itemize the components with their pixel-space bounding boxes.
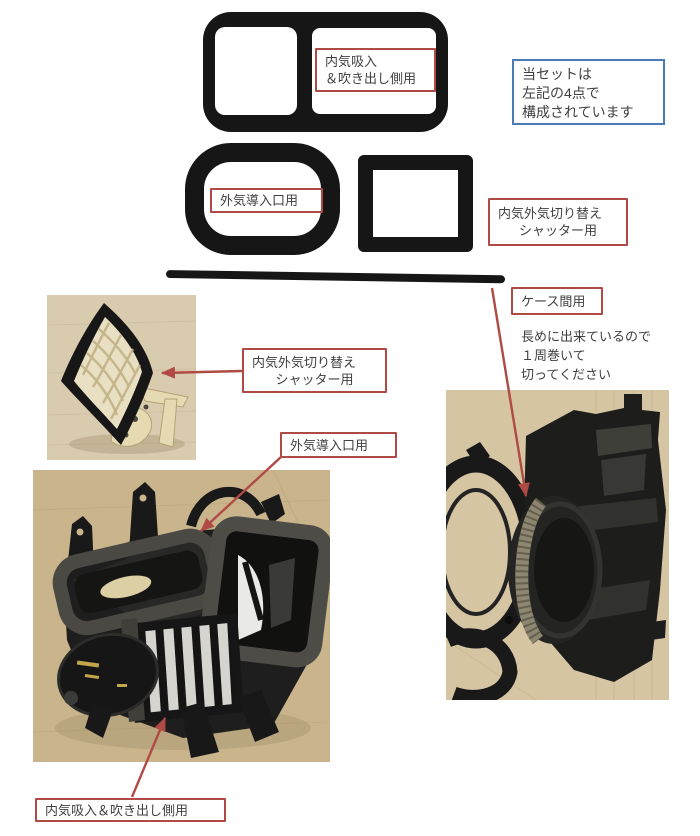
note-line: 長めに出来ているので — [521, 329, 652, 344]
callout-label: 外気導入口用 — [220, 193, 299, 208]
info-line: 構成されています — [522, 104, 634, 120]
callout-intake-outlet-top: 内気吸入 ＆吹き出し側用 — [315, 48, 436, 92]
outside-air-inlet-gasket-shape — [185, 143, 340, 255]
blower-unit-photo — [33, 470, 330, 762]
callout-label: シャッター用 — [275, 371, 354, 387]
blower-unit-illustration — [33, 470, 330, 762]
note-line: １周巻いて — [521, 348, 586, 363]
callout-label: 内気外気切り替え — [498, 206, 603, 221]
note-line: 切ってください — [521, 367, 611, 382]
case-gap-foam-strip — [165, 270, 506, 284]
info-line: 当セットは — [522, 66, 592, 82]
callout-shutter-right: 内気外気切り替え シャッター用 — [488, 198, 628, 246]
shutter-part-illustration — [47, 295, 196, 460]
callout-outside-air-top: 外気導入口用 — [210, 188, 323, 213]
callout-intake-outlet-bottom: 内気吸入＆吹き出し側用 — [35, 798, 226, 822]
wrap-and-cut-note: 長めに出来ているので １周巻いて 切ってください — [521, 327, 651, 384]
shutter-part-photo — [47, 295, 196, 460]
callout-label: 内気外気切り替え — [252, 354, 357, 370]
callout-shutter-mid: 内気外気切り替え シャッター用 — [242, 348, 387, 393]
shutter-gasket-shape — [358, 155, 473, 252]
callout-label: 外気導入口用 — [290, 437, 369, 453]
case-half-photo — [446, 390, 669, 700]
callout-label: 内気吸入＆吹き出し側用 — [45, 802, 189, 818]
case-half-illustration — [446, 390, 669, 700]
callout-label: シャッター用 — [518, 223, 597, 238]
callout-label: ケース間用 — [521, 293, 586, 309]
info-line: 左記の4点で — [522, 85, 600, 101]
callout-label: ＆吹き出し側用 — [325, 71, 417, 86]
kit-contents-info-box: 当セットは 左記の4点で 構成されています — [512, 59, 665, 125]
callout-case-gap: ケース間用 — [511, 287, 603, 315]
callout-outside-air-mid: 外気導入口用 — [280, 432, 397, 458]
gasket-opening — [215, 27, 297, 115]
callout-label: 内気吸入 — [325, 54, 378, 69]
